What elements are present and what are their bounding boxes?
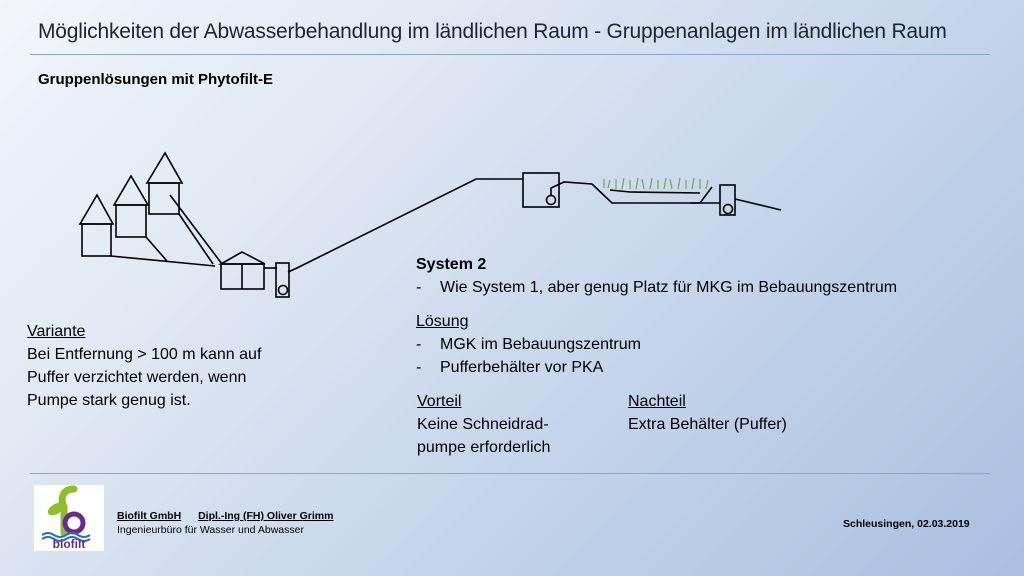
company-description: Ingenieurbüro für Wasser und Abwasser [117,524,304,536]
variant-line-1: Bei Entfernung > 100 m kann auf [27,346,262,363]
logo-graphic: biofilt [41,485,91,551]
con-line-1: Extra Behälter (Puffer) [628,416,787,433]
system-block: System 2 - Wie System 1, aber genug Plat… [416,253,897,299]
system-heading: System 2 [416,256,487,273]
house-2 [112,174,150,238]
variant-line-3: Pumpe stark genug ist. [27,392,191,409]
title-divider [30,54,990,55]
solution-heading: Lösung [416,313,469,330]
con-heading: Nachteil [628,393,686,410]
pro-line-1: Keine Schneidrad- [417,416,549,433]
variant-note: Variante Bei Entfernung > 100 m kann auf… [27,320,261,412]
plant-filter-basin [591,183,720,204]
tank-2 [522,172,593,208]
pro-line-2: pumpe erforderlich [417,439,551,456]
system-bullet: - Wie System 1, aber genug Platz für MKG… [416,279,898,296]
house-3 [145,151,184,215]
reeds [603,177,709,190]
house-1 [78,193,115,257]
company-name: Biofilt GmbH [117,510,182,522]
solution-block: Lösung - MGK im Bebauungszentrum - Puffe… [416,310,641,379]
variant-line-2: Puffer verzichtet werden, wenn [27,369,247,386]
solution-item: - MGK im Bebauungszentrum [416,336,641,353]
solution-item: - Pufferbehälter vor PKA [416,359,604,376]
biofilt-logo: biofilt [34,485,104,551]
footer-company-line: Biofilt GmbH Dipl.-Ing (FH) Oliver Grimm [117,509,333,524]
section-subtitle: Gruppenlösungen mit Phytofilt-E [38,71,273,88]
footer-divider [30,473,990,474]
footer-date: Schleusingen, 02.03.2019 [843,518,970,530]
tank-3 [719,184,736,216]
page-title: Möglichkeiten der Abwasserbehandlung im … [38,20,947,43]
pro-heading: Vorteil [417,393,462,410]
buffer-tank-1 [275,262,290,298]
logo-text: biofilt [53,537,86,551]
variant-heading: Variante [27,323,86,340]
central-building [217,251,266,290]
con-block: Nachteil Extra Behälter (Puffer) [628,390,787,436]
person-name: Dipl.-Ing (FH) Oliver Grimm [198,510,334,522]
pro-block: Vorteil Keine Schneidrad- pumpe erforder… [417,390,550,459]
